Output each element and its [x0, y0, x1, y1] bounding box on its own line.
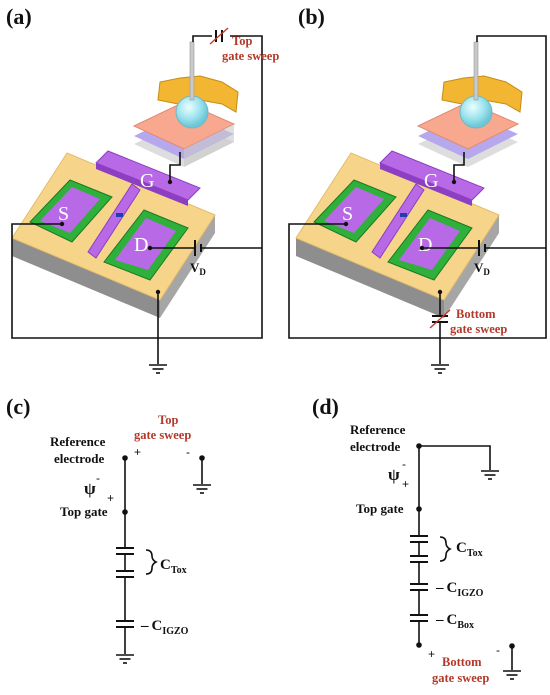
drain-electrode-b: D	[387, 209, 473, 281]
gate-electrode: G	[95, 150, 201, 206]
reference-label-d-line2: electrode	[350, 439, 401, 454]
psi-minus-c: -	[96, 471, 100, 485]
gate-electrode-b: G	[379, 150, 485, 206]
top-stack	[132, 41, 239, 167]
cigzo-label-c: –CIGZO	[140, 618, 189, 637]
panel-d: (d) Reference electrode ψ - + Top gate C…	[312, 394, 522, 685]
cigzo-label-d: –CIGZO	[435, 580, 484, 599]
minus-sign-c: -	[186, 445, 190, 459]
panel-a: (a) G S D	[6, 4, 279, 374]
top-stack-b	[416, 41, 523, 167]
reference-label-d-line1: Reference	[350, 422, 406, 437]
top-sweep-label-line2: gate sweep	[222, 49, 279, 63]
gate-strip-b	[371, 183, 425, 259]
reference-label-c-line2: electrode	[54, 451, 105, 466]
source-electrode-b: S	[313, 179, 397, 243]
vd-label-b: VD	[474, 260, 490, 277]
psi-plus-c: +	[107, 491, 114, 505]
psi-label-c: ψ	[84, 479, 96, 498]
drain-electrode: D	[103, 209, 189, 281]
panel-label-d: (d)	[312, 394, 339, 419]
top-sweep-c-line2: gate sweep	[134, 428, 191, 442]
bottom-sweep-label-line1: Bottom	[456, 307, 496, 321]
top-sweep-c-line1: Top	[158, 413, 178, 427]
bottom-sweep-d-line2: gate sweep	[432, 671, 489, 685]
source-label: S	[58, 203, 69, 225]
gate-strip	[87, 183, 141, 259]
psi-plus-d: +	[402, 477, 409, 491]
bottom-sweep-label-line2: gate sweep	[450, 322, 507, 336]
cbox-label-d: –CBox	[435, 612, 474, 631]
psi-label-d: ψ	[388, 465, 400, 484]
source-label-b: S	[342, 203, 353, 225]
drain-label-b: D	[418, 234, 432, 256]
bottom-node-d	[416, 642, 422, 648]
substrate-b	[295, 152, 500, 318]
top-gate-label-c: Top gate	[60, 504, 108, 519]
top-sweep-label-line1: Top	[232, 34, 252, 48]
channel-b	[400, 213, 407, 217]
bottom-minus-d: -	[496, 643, 500, 657]
panel-label-c: (c)	[6, 394, 30, 419]
drain-label: D	[134, 234, 148, 256]
ctox-label-d: CTox	[456, 540, 483, 559]
gate-label-b: G	[424, 170, 438, 192]
panel-b: (b) G S D	[288, 4, 547, 374]
panel-c: (c) Top gate sweep Reference electrode +…	[6, 394, 212, 664]
bottom-plus-d: +	[428, 647, 435, 661]
plus-sign-c: +	[134, 445, 141, 459]
panel-label-b: (b)	[298, 4, 325, 29]
channel	[116, 213, 123, 217]
panel-label-a: (a)	[6, 4, 32, 29]
gate-label: G	[140, 170, 154, 192]
substrate	[11, 152, 216, 318]
psi-minus-d: -	[402, 457, 406, 471]
source-electrode: S	[29, 179, 113, 243]
vd-label-a: VD	[190, 260, 206, 277]
top-gate-label-d: Top gate	[356, 501, 404, 516]
ctox-label-c: CTox	[160, 557, 187, 576]
reference-label-c-line1: Reference	[50, 434, 106, 449]
bottom-sweep-d-line1: Bottom	[442, 655, 482, 669]
